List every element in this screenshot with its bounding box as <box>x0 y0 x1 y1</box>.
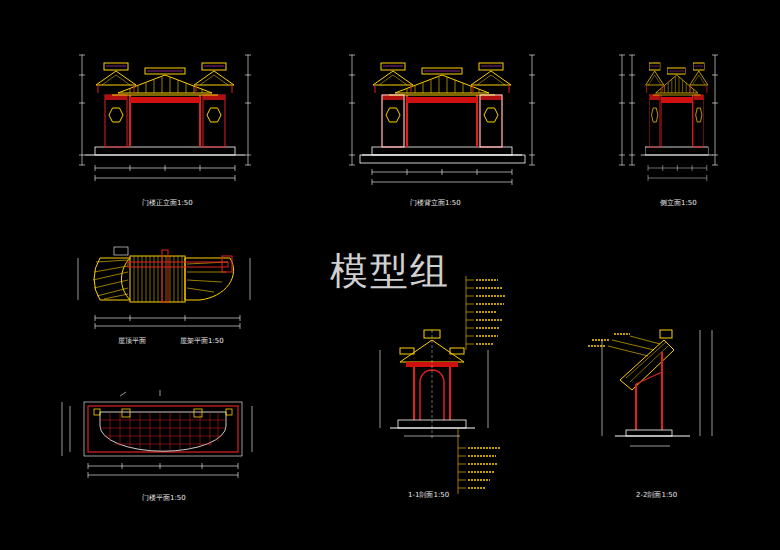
floor-plan <box>62 390 252 478</box>
side-elevation <box>619 55 718 181</box>
cad-linework <box>70 406 71 452</box>
cad-linework <box>529 55 535 165</box>
cad-linework <box>250 258 251 300</box>
cad-linework <box>630 446 670 447</box>
cad-linework <box>390 428 475 429</box>
cad-linework <box>222 256 232 272</box>
front-elevation <box>79 55 251 181</box>
cad-linework <box>660 330 672 338</box>
cad-linework <box>476 280 506 344</box>
cad-linework <box>458 428 459 494</box>
view-title: 门楼背立面1:50 <box>410 200 461 207</box>
cad-linework <box>450 348 464 354</box>
cad-linework <box>226 409 232 415</box>
cad-linework <box>608 336 660 356</box>
cad-linework <box>88 475 238 476</box>
cad-linework <box>619 55 625 165</box>
cad-linework <box>620 340 674 390</box>
cad-linework <box>100 412 226 451</box>
section-1-1 <box>380 276 506 494</box>
back-elevation <box>349 55 535 185</box>
cad-linework <box>488 350 489 428</box>
view-title: 门楼正立面1:50 <box>142 200 193 207</box>
cad-linework <box>641 63 713 155</box>
cad-linework <box>432 330 433 440</box>
cad-linework <box>88 463 238 478</box>
cad-linework <box>648 165 707 181</box>
cad-linework <box>615 436 690 437</box>
cad-linework <box>712 55 718 165</box>
cad-linework <box>382 95 404 147</box>
cad-linework <box>245 55 251 165</box>
cad-linework <box>588 334 630 346</box>
cad-linework <box>602 340 603 436</box>
view-title: 侧立面1:50 <box>660 200 697 207</box>
cad-linework <box>88 406 238 452</box>
cad-linework <box>95 315 240 329</box>
roof-plan <box>78 247 250 329</box>
cad-linework <box>700 330 701 436</box>
cad-linework <box>400 348 414 354</box>
cad-linework <box>94 258 130 300</box>
cad-linework <box>466 280 474 344</box>
cad-linework <box>100 412 226 450</box>
cad-linework <box>636 352 662 430</box>
cad-linework <box>349 55 355 165</box>
cad-linework <box>185 258 234 300</box>
cad-linework <box>94 409 100 415</box>
view-title: 门楼平面1:50 <box>142 495 186 502</box>
cad-linework <box>134 256 182 302</box>
cad-linework <box>404 436 460 437</box>
cad-linework <box>120 390 160 396</box>
cad-linework <box>114 247 128 255</box>
view-title: 2-2剖面1:50 <box>636 492 677 499</box>
cad-linework <box>380 350 381 428</box>
cad-linework <box>466 276 467 350</box>
cad-linework <box>636 372 662 384</box>
view-title: 屋顶平面 <box>118 338 146 345</box>
cad-linework <box>122 409 130 417</box>
cad-linework <box>194 409 202 417</box>
cad-linework <box>458 448 466 488</box>
cad-linework <box>93 260 128 299</box>
view-title: 1-1剖面1:50 <box>408 492 449 499</box>
cad-linework <box>130 256 185 302</box>
cad-linework <box>95 165 235 181</box>
cad-linework <box>626 430 672 436</box>
cad-linework <box>372 169 512 185</box>
cad-linework <box>88 466 238 467</box>
cad-linework <box>480 95 502 147</box>
cad-linework <box>62 402 63 456</box>
cad-linework <box>362 63 522 155</box>
cad-linework <box>84 402 242 456</box>
view-title: 屋架平面1:50 <box>180 338 224 345</box>
cad-linework <box>629 55 635 165</box>
cad-linework <box>360 155 525 163</box>
cad-linework <box>85 63 245 155</box>
section-2-2 <box>588 330 712 446</box>
cad-linework <box>162 250 168 302</box>
watermark: 模型组 <box>330 252 450 290</box>
cad-linework <box>252 406 253 452</box>
cad-linework <box>95 326 240 327</box>
cad-linework <box>468 448 500 488</box>
cad-linework <box>79 55 85 165</box>
cad-linework <box>95 318 240 319</box>
cad-linework <box>128 262 228 267</box>
cad-linework <box>712 330 713 436</box>
cad-linework <box>78 258 79 300</box>
